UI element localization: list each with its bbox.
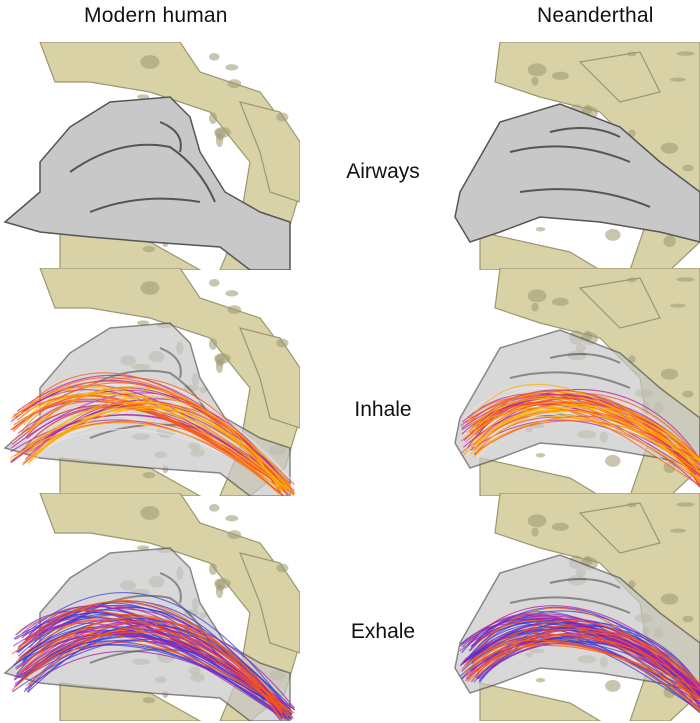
column-header-neanderthal: Neanderthal <box>537 4 654 27</box>
neanderthal-inhale-image <box>400 268 700 496</box>
row-label-exhale: Exhale <box>350 620 416 643</box>
neanderthal-exhale-image <box>400 493 700 721</box>
modern-human-inhale-image <box>0 268 300 496</box>
neanderthal-airways-image <box>400 42 700 270</box>
column-header-modern-human: Modern human <box>84 4 228 27</box>
modern-human-airways-image <box>0 42 300 270</box>
row-label-airways: Airways <box>346 160 420 183</box>
modern-human-exhale-image <box>0 493 300 721</box>
row-label-inhale: Inhale <box>354 398 412 421</box>
